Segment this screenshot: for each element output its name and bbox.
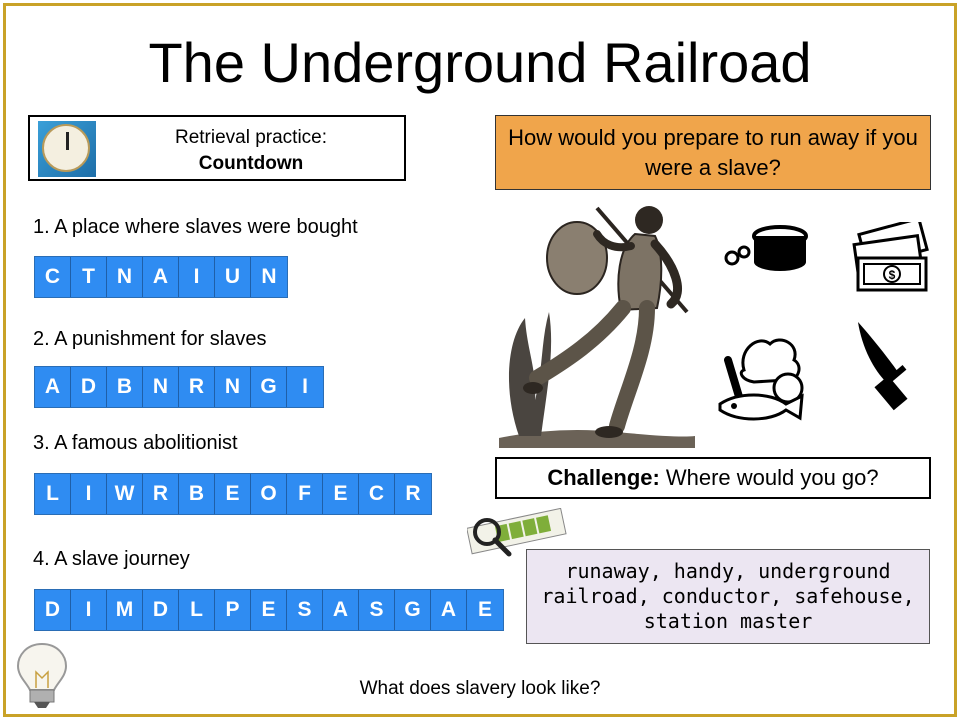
letter-tile: I <box>287 367 323 407</box>
keywords-magnifier-icon <box>467 508 567 557</box>
clue-3: 3. A famous abolitionist <box>33 432 238 454</box>
letter-tile: L <box>179 590 215 630</box>
letter-tile: I <box>71 590 107 630</box>
challenge-label: Challenge: <box>547 465 660 490</box>
retrieval-title: Countdown <box>198 153 304 174</box>
letter-tile: E <box>467 590 503 630</box>
keywords-box: runaway, handy, underground railroad, co… <box>526 549 930 644</box>
footer-question: What does slavery look like? <box>359 678 601 699</box>
letter-tile: G <box>251 367 287 407</box>
letter-tile: A <box>143 257 179 297</box>
letter-tile: D <box>143 590 179 630</box>
letter-tile: C <box>359 474 395 514</box>
letter-tile: N <box>215 367 251 407</box>
letter-tile: E <box>251 590 287 630</box>
letter-tile: I <box>71 474 107 514</box>
letter-tile: B <box>179 474 215 514</box>
letter-tile: M <box>107 590 143 630</box>
letter-tile: D <box>71 367 107 407</box>
letter-tile: R <box>179 367 215 407</box>
clock-icon <box>38 121 96 177</box>
challenge-text: Where would you go? <box>665 465 879 490</box>
food-icon <box>718 338 804 421</box>
letter-tile: G <box>395 590 431 630</box>
letter-tile: A <box>35 367 71 407</box>
letter-tile: F <box>287 474 323 514</box>
letter-tile: N <box>143 367 179 407</box>
letter-tile: E <box>323 474 359 514</box>
letter-tile: L <box>35 474 71 514</box>
letter-tile: T <box>71 257 107 297</box>
letter-tile: N <box>107 257 143 297</box>
question-box: How would you prepare to run away if you… <box>495 115 931 190</box>
retrieval-label: Retrieval practice: <box>174 127 328 148</box>
retrieval-practice-box: Retrieval practice: Countdown <box>28 115 406 181</box>
knife-icon <box>858 322 908 411</box>
slide-frame <box>3 3 957 717</box>
letter-tile: R <box>143 474 179 514</box>
letter-tile: U <box>215 257 251 297</box>
letter-tile: B <box>107 367 143 407</box>
letter-tile: E <box>215 474 251 514</box>
letter-tile: A <box>431 590 467 630</box>
letter-tile: D <box>35 590 71 630</box>
clue-4: 4. A slave journey <box>33 548 190 570</box>
letter-tile: C <box>35 257 71 297</box>
clue-2: 2. A punishment for slaves <box>33 328 267 350</box>
letter-tile: A <box>323 590 359 630</box>
money-icon: $ <box>852 222 929 292</box>
shackle-icon <box>724 225 808 271</box>
letter-tile: R <box>395 474 431 514</box>
letter-tile: N <box>251 257 287 297</box>
letter-tile: S <box>359 590 395 630</box>
letter-tile: W <box>107 474 143 514</box>
clue-1: 1. A place where slaves were bought <box>33 216 358 238</box>
runaway-illustration <box>499 206 695 448</box>
svg-text:$: $ <box>889 268 896 282</box>
letter-tile: P <box>215 590 251 630</box>
letter-tile: S <box>287 590 323 630</box>
letter-tile: I <box>179 257 215 297</box>
letter-tile: O <box>251 474 287 514</box>
page-title: The Underground Railroad <box>148 31 812 94</box>
lightbulb-icon <box>16 642 68 708</box>
challenge-box: Challenge: Where would you go? <box>495 457 931 499</box>
